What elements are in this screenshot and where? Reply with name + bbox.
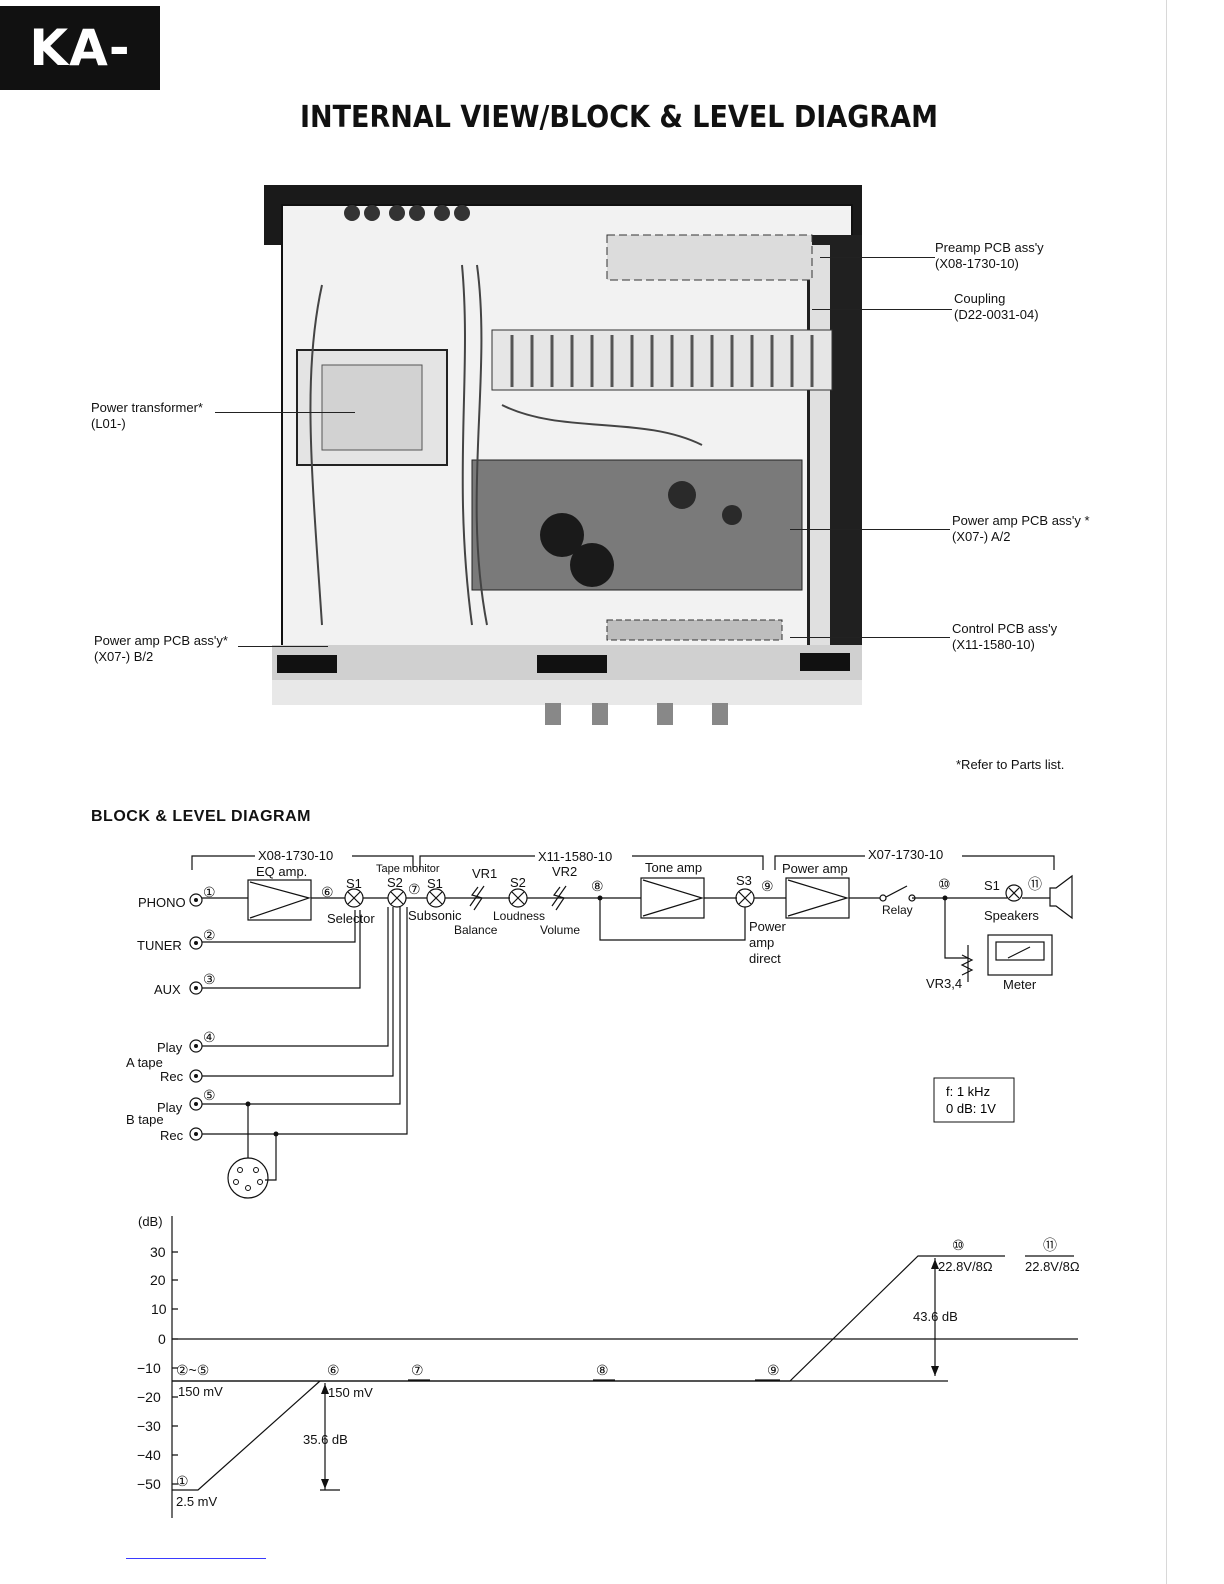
node-6: ⑥ [321, 884, 334, 900]
model-badge: KA-501 [0, 6, 160, 161]
label-s2-tape: S2 [387, 875, 403, 890]
label-loudness: Loudness [493, 909, 545, 923]
callout-coupling: Coupling (D22-0031-04) [954, 291, 1039, 322]
node-1: ① [203, 884, 216, 900]
label-relay: Relay [882, 903, 913, 917]
label-meter: Meter [1003, 977, 1037, 992]
leader-power-amp-b [238, 646, 328, 647]
input-b-rec: Rec [160, 1128, 184, 1143]
level-label-out-11: 22.8V/8Ω [1025, 1259, 1080, 1274]
node-11: ⑪ [1028, 876, 1042, 892]
node-4: ④ [203, 1029, 216, 1045]
label-tone-amp: Tone amp [645, 860, 702, 875]
leader-control [790, 637, 950, 638]
label-tape-monitor: Tape monitor [376, 863, 440, 875]
label-volume: Volume [540, 923, 580, 937]
node-5: ⑤ [203, 1087, 216, 1103]
y-tick-30: 30 [150, 1244, 166, 1260]
leader-preamp [820, 257, 935, 258]
y-tick-m10: −10 [137, 1360, 161, 1376]
y-tick-20: 20 [150, 1272, 166, 1288]
label-vr34: VR3,4 [926, 976, 962, 991]
label-selector: Selector [327, 911, 375, 926]
callout-control: Control PCB ass'y (X11-1580-10) [952, 621, 1058, 652]
label-speakers: Speakers [984, 908, 1039, 923]
node-2: ② [203, 927, 216, 943]
level-label-2-5mv: 2.5 mV [176, 1494, 218, 1509]
level-label-out-10: 22.8V/8Ω [938, 1259, 993, 1274]
level-label-150mv-b: 150 mV [328, 1385, 373, 1400]
callout-power-amp-a: Power amp PCB ass'y * (X07-) A/2 [952, 513, 1090, 544]
level-node-1: ① [176, 1473, 189, 1489]
callout-power-amp-b: Power amp PCB ass'y* (X07-) B/2 [94, 633, 228, 664]
level-label-35-6db: 35.6 dB [303, 1432, 348, 1447]
label-subsonic: Subsonic [408, 908, 462, 923]
label-balance: Balance [454, 923, 498, 937]
label-s3: S3 [736, 873, 752, 888]
level-node-8: ⑧ [596, 1362, 609, 1378]
label-power-amp-direct-3: direct [749, 951, 781, 966]
page-margin-rule [1166, 0, 1167, 1584]
label-power-amp-direct-1: Power [749, 919, 787, 934]
board-x07: X07-1730-10 [868, 847, 943, 862]
callout-transformer: Power transformer* (L01-) [91, 400, 203, 431]
ref-zero-db: 0 dB: 1V [946, 1101, 996, 1116]
y-tick-0: 0 [158, 1331, 166, 1347]
parts-list-note: *Refer to Parts list. [956, 757, 1065, 772]
level-node-9: ⑨ [767, 1362, 780, 1378]
board-x11: X11-1580-10 [538, 849, 612, 864]
input-b-tape: B tape [126, 1112, 164, 1127]
y-tick-m50: −50 [137, 1476, 161, 1492]
internal-view-photo [262, 175, 872, 725]
input-a-play: Play [157, 1040, 183, 1055]
input-phono: PHONO [138, 895, 186, 910]
level-y-unit: (dB) [138, 1214, 163, 1229]
level-node-10: ⑩ [952, 1237, 965, 1253]
label-vr1: VR1 [472, 866, 497, 881]
leader-coupling [812, 309, 952, 310]
input-aux: AUX [154, 982, 181, 997]
label-power-amp-direct-2: amp [749, 935, 774, 950]
y-tick-10: 10 [151, 1301, 167, 1317]
y-tick-m40: −40 [137, 1447, 161, 1463]
node-10: ⑩ [938, 876, 951, 892]
node-9: ⑨ [761, 878, 774, 894]
input-tuner: TUNER [137, 938, 182, 953]
level-node-7: ⑦ [411, 1362, 424, 1378]
label-s1-subsonic: S1 [427, 876, 443, 891]
node-7: ⑦ [408, 881, 421, 897]
input-b-play: Play [157, 1100, 183, 1115]
level-label-43-6db: 43.6 dB [913, 1309, 958, 1324]
level-node-11: ⑪ [1043, 1237, 1057, 1253]
label-power-amp: Power amp [782, 861, 848, 876]
label-vr2: VR2 [552, 864, 577, 879]
input-a-tape: A tape [126, 1055, 163, 1070]
board-x08: X08-1730-10 [258, 848, 333, 863]
node-8: ⑧ [591, 878, 604, 894]
input-a-rec: Rec [160, 1069, 184, 1084]
callout-preamp: Preamp PCB ass'y (X08-1730-10) [935, 240, 1044, 271]
node-3: ③ [203, 971, 216, 987]
block-level-heading: BLOCK & LEVEL DIAGRAM [91, 808, 311, 825]
footer-link-line [126, 1558, 266, 1559]
page-title: INTERNAL VIEW/BLOCK & LEVEL DIAGRAM [300, 100, 938, 135]
level-label-150mv-a: 150 mV [178, 1384, 223, 1399]
label-s1-selector: S1 [346, 876, 362, 891]
ref-frequency: f: 1 kHz [946, 1084, 990, 1099]
level-node-6: ⑥ [327, 1362, 340, 1378]
level-node-2-5: ②~⑤ [176, 1362, 209, 1378]
leader-transformer [215, 412, 355, 413]
y-tick-m20: −20 [137, 1389, 161, 1405]
label-s1-speaker: S1 [984, 878, 1000, 893]
label-s2-loudness: S2 [510, 875, 526, 890]
y-tick-m30: −30 [137, 1418, 161, 1434]
label-eq-amp: EQ amp. [256, 864, 307, 879]
leader-power-amp-a [790, 529, 950, 530]
